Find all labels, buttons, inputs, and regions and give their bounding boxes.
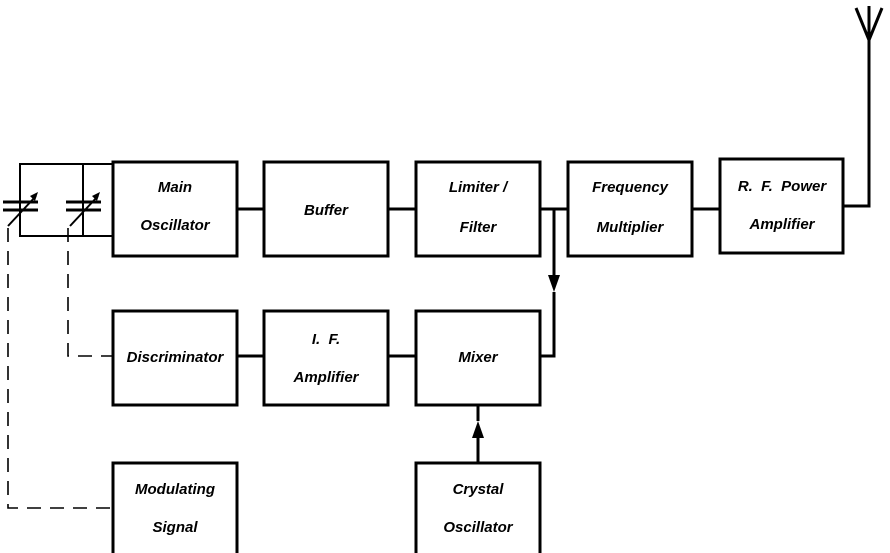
block-frequency-multiplier: Frequency Multiplier bbox=[566, 160, 694, 258]
block-crystal-oscillator: Crystal Oscillator bbox=[414, 461, 542, 553]
block-label: Signal bbox=[152, 519, 198, 536]
block-label: Frequency bbox=[592, 179, 669, 196]
variable-capacitor-frame bbox=[19, 163, 113, 237]
block-label: Amplifier bbox=[748, 216, 815, 233]
block-mixer: Mixer bbox=[414, 309, 542, 407]
variable-capacitor-icon bbox=[3, 192, 38, 227]
block-label: Limiter / bbox=[449, 179, 509, 196]
block-limiter-filter: Limiter / Filter bbox=[414, 160, 542, 258]
block-if-amplifier: I. F. Amplifier bbox=[262, 309, 390, 407]
antenna-icon bbox=[854, 6, 884, 41]
block-label: Mixer bbox=[458, 349, 498, 366]
variable-capacitor-icon bbox=[66, 192, 101, 227]
block-label: Amplifier bbox=[292, 369, 359, 386]
block-label: R. F. Power bbox=[738, 178, 828, 195]
block-label: Buffer bbox=[304, 202, 349, 219]
signal-wires bbox=[237, 40, 871, 463]
block-label: Oscillator bbox=[443, 519, 513, 536]
block-discriminator: Discriminator bbox=[111, 309, 239, 407]
block-rf-power-amplifier: R. F. Power Amplifier bbox=[718, 157, 845, 255]
block-label: Multiplier bbox=[597, 219, 665, 236]
block-label: Crystal bbox=[453, 481, 505, 498]
block-label: Main bbox=[158, 179, 192, 196]
block-buffer: Buffer bbox=[262, 160, 390, 258]
block-label: Modulating bbox=[135, 481, 215, 498]
block-label: Oscillator bbox=[140, 217, 210, 234]
block-label: I. F. bbox=[312, 331, 340, 348]
block-label: Filter bbox=[460, 219, 498, 236]
block-label: Discriminator bbox=[127, 349, 225, 366]
block-modulating-signal: Modulating Signal bbox=[111, 461, 239, 553]
modulation-dashed-lines bbox=[7, 228, 113, 509]
block-main-oscillator: Main Oscillator bbox=[111, 160, 239, 258]
